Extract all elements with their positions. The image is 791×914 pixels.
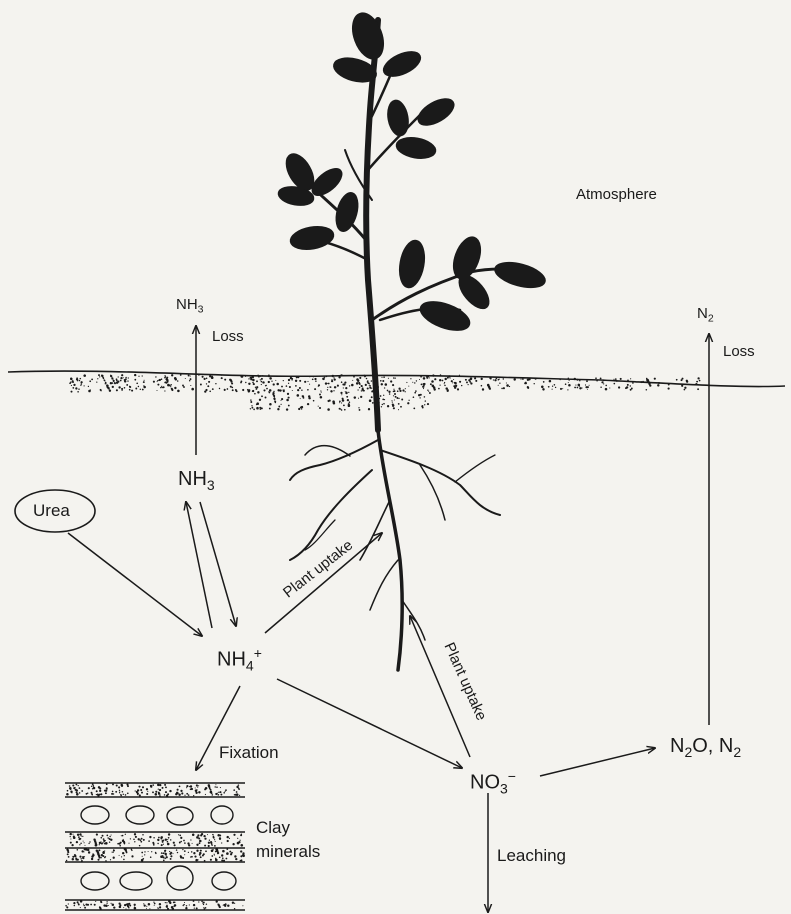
soil-surface xyxy=(8,371,785,411)
clay-label-line2: minerals xyxy=(256,842,320,862)
leaching-label: Leaching xyxy=(497,846,566,866)
nh4-label: NH4+ xyxy=(217,645,262,674)
arrow-nh4-plant-uptake xyxy=(265,533,382,633)
arrows xyxy=(68,326,709,912)
loss-right-label: Loss xyxy=(723,343,755,360)
nh3-atmosphere-label: NH3 xyxy=(176,296,204,316)
nh3-soil-label: NH3 xyxy=(178,468,215,493)
arrow-urea-to-nh4 xyxy=(68,533,202,636)
plant-leaves xyxy=(277,9,548,337)
plant-roots xyxy=(290,430,500,670)
loss-left-label: Loss xyxy=(212,328,244,345)
arrow-nh4-to-nh3 xyxy=(186,502,212,628)
arrow-nh3-to-nh4 xyxy=(200,502,236,626)
n2-atmosphere-label: N2 xyxy=(697,305,714,325)
arrow-nh4-to-no3 xyxy=(277,679,462,768)
clay-label-line1: Clay xyxy=(256,818,290,838)
clay-minerals-figure xyxy=(65,783,245,910)
arrow-no3-to-n2o xyxy=(540,748,655,776)
no3-label: NO3− xyxy=(470,768,516,797)
fixation-label: Fixation xyxy=(219,743,279,763)
atmosphere-label: Atmosphere xyxy=(576,186,657,203)
n2o-n2-label: N2O, N2 xyxy=(670,735,741,760)
urea-label: Urea xyxy=(33,501,70,521)
